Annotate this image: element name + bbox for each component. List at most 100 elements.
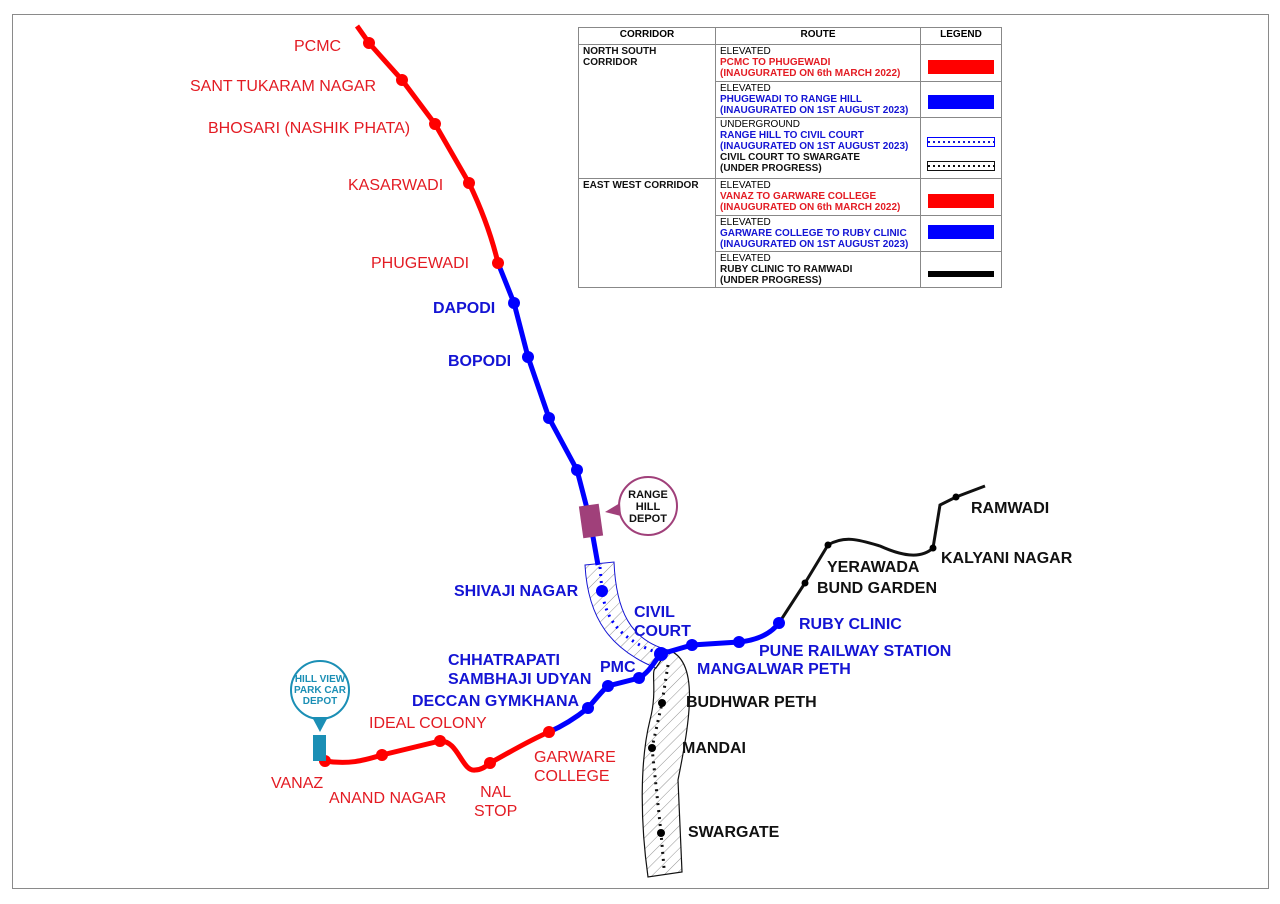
legend-swatch-cell [920, 81, 1002, 118]
label-line: CIVIL [634, 604, 675, 621]
station-dot[interactable] [801, 579, 809, 587]
label-line: CHHATRAPATI [448, 652, 560, 669]
route-name: RANGE HILL TO CIVIL COURT [720, 130, 864, 141]
route-name: GARWARE COLLEGE TO RUBY CLINIC [720, 228, 907, 239]
legend-swatch-cell [920, 117, 1002, 179]
route-name: RUBY CLINIC TO RAMWADI [720, 264, 853, 275]
station-ruby-clinic[interactable]: RUBY CLINIC [799, 616, 902, 633]
station-phugewadi[interactable]: PHUGEWADI [371, 255, 470, 272]
header-route: ROUTE [715, 27, 921, 45]
route-type: UNDERGROUND [720, 119, 800, 130]
station-dot[interactable] [543, 412, 555, 424]
station-kalyani-nagar[interactable]: KALYANI NAGAR [941, 550, 1073, 567]
route-type: ELEVATED [720, 46, 771, 57]
station-dot[interactable] [484, 757, 496, 769]
route-type: ELEVATED [720, 253, 771, 264]
station-dot[interactable] [824, 541, 832, 549]
station-shivaji-nagar[interactable]: SHIVAJI NAGAR [454, 583, 579, 600]
station-ramwadi[interactable]: RAMWADI [971, 500, 1050, 517]
station-swargate[interactable]: SWARGATE [688, 824, 780, 841]
station-dot[interactable] [648, 744, 656, 752]
station-dot[interactable] [657, 829, 665, 837]
legend-swatch-red [928, 194, 994, 208]
route-type: ELEVATED [720, 217, 771, 228]
station-dot[interactable] [363, 37, 375, 49]
station-dot[interactable] [376, 749, 388, 761]
station-deccan-gymkhana[interactable]: DECCAN GYMKHANA [412, 693, 580, 710]
label-line: NAL [480, 784, 512, 801]
station-dapodi[interactable]: DAPODI [433, 300, 496, 317]
label-line: SAMBHAJI UDYAN [448, 671, 592, 688]
depot-label-line: HILL [635, 501, 661, 513]
station-dot[interactable] [463, 177, 475, 189]
station-sant-tukaram-nagar[interactable]: SANT TUKARAM NAGAR [190, 78, 377, 95]
station-budhwar-peth[interactable]: BUDHWAR PETH [686, 694, 817, 711]
station-dot[interactable] [658, 699, 666, 707]
corridor-east-west: EAST WEST CORRIDOR [578, 178, 716, 288]
depot-label-line: DEPOT [302, 696, 338, 707]
header-corridor: CORRIDOR [578, 27, 716, 45]
route-status: (INAUGURATED ON 1ST AUGUST 2023) [720, 141, 909, 152]
hill-view-depot-label: HILL VIEW PARK CAR DEPOT [288, 674, 352, 707]
station-pmc[interactable]: PMC [600, 659, 636, 676]
route-name: CIVIL COURT TO SWARGATE [720, 152, 861, 163]
depot-label-line: RANGE [628, 489, 668, 501]
station-dot[interactable] [654, 647, 668, 661]
station-dot[interactable] [571, 464, 583, 476]
station-dot[interactable] [952, 493, 960, 501]
station-dot[interactable] [522, 351, 534, 363]
station-mangalwar-peth[interactable]: MANGALWAR PETH [697, 661, 851, 678]
station-pune-railway-station[interactable]: PUNE RAILWAY STATION [759, 643, 952, 660]
legend-table: CORRIDOR ROUTE LEGEND NORTH SOUTH CORRID… [578, 27, 1002, 288]
station-dot[interactable] [633, 672, 645, 684]
station-dot[interactable] [508, 297, 520, 309]
station-anand-nagar[interactable]: ANAND NAGAR [329, 790, 447, 807]
station-dot[interactable] [929, 544, 937, 552]
station-pcmc[interactable]: PCMC [294, 38, 342, 55]
depot-label-line: PARK CAR [293, 685, 347, 696]
depot-label-line: DEPOT [629, 513, 667, 525]
station-yerawada[interactable]: YERAWADA [827, 559, 920, 576]
station-bund-garden[interactable]: BUND GARDEN [817, 580, 937, 597]
route-name: PCMC TO PHUGEWADI [720, 57, 831, 68]
route-status: (UNDER PROGRESS) [720, 275, 822, 286]
map-frame [12, 14, 1269, 889]
station-dot[interactable] [596, 585, 608, 597]
label-line: COLLEGE [534, 768, 610, 785]
station-dot[interactable] [733, 636, 745, 648]
station-ideal-colony[interactable]: IDEAL COLONY [369, 715, 487, 732]
station-dot[interactable] [582, 702, 594, 714]
station-mandai[interactable]: MANDAI [682, 740, 746, 757]
station-dot[interactable] [773, 617, 785, 629]
legend-swatch-underground-blue [927, 137, 995, 147]
corridor-north-south: NORTH SOUTH CORRIDOR [578, 44, 716, 179]
station-dot[interactable] [396, 74, 408, 86]
station-kasarwadi[interactable]: KASARWADI [348, 177, 444, 194]
legend-swatch-cell [920, 178, 1002, 216]
route-name: VANAZ TO GARWARE COLLEGE [720, 191, 877, 202]
range-hill-depot-marker [578, 503, 604, 539]
station-vanaz[interactable]: VANAZ [271, 775, 324, 792]
station-dot[interactable] [492, 257, 504, 269]
route-name: PHUGEWADI TO RANGE HILL [720, 94, 863, 105]
route-status: (INAUGURATED ON 1ST AUGUST 2023) [720, 239, 909, 250]
legend-swatch-black [928, 271, 994, 277]
station-dot[interactable] [602, 680, 614, 692]
station-bhosari[interactable]: BHOSARI (NASHIK PHATA) [208, 120, 411, 137]
range-hill-depot-label: RANGE HILL DEPOT [619, 489, 677, 525]
station-dot[interactable] [434, 735, 446, 747]
station-dot[interactable] [686, 639, 698, 651]
station-dot[interactable] [429, 118, 441, 130]
station-chhatrapati-sambhaji-udyan[interactable]: CHHATRAPATI SAMBHAJI UDYAN [448, 651, 591, 689]
station-bopodi[interactable]: BOPODI [448, 353, 512, 370]
station-dot[interactable] [543, 726, 555, 738]
route-status: (INAUGURATED ON 1ST AUGUST 2023) [720, 105, 909, 116]
